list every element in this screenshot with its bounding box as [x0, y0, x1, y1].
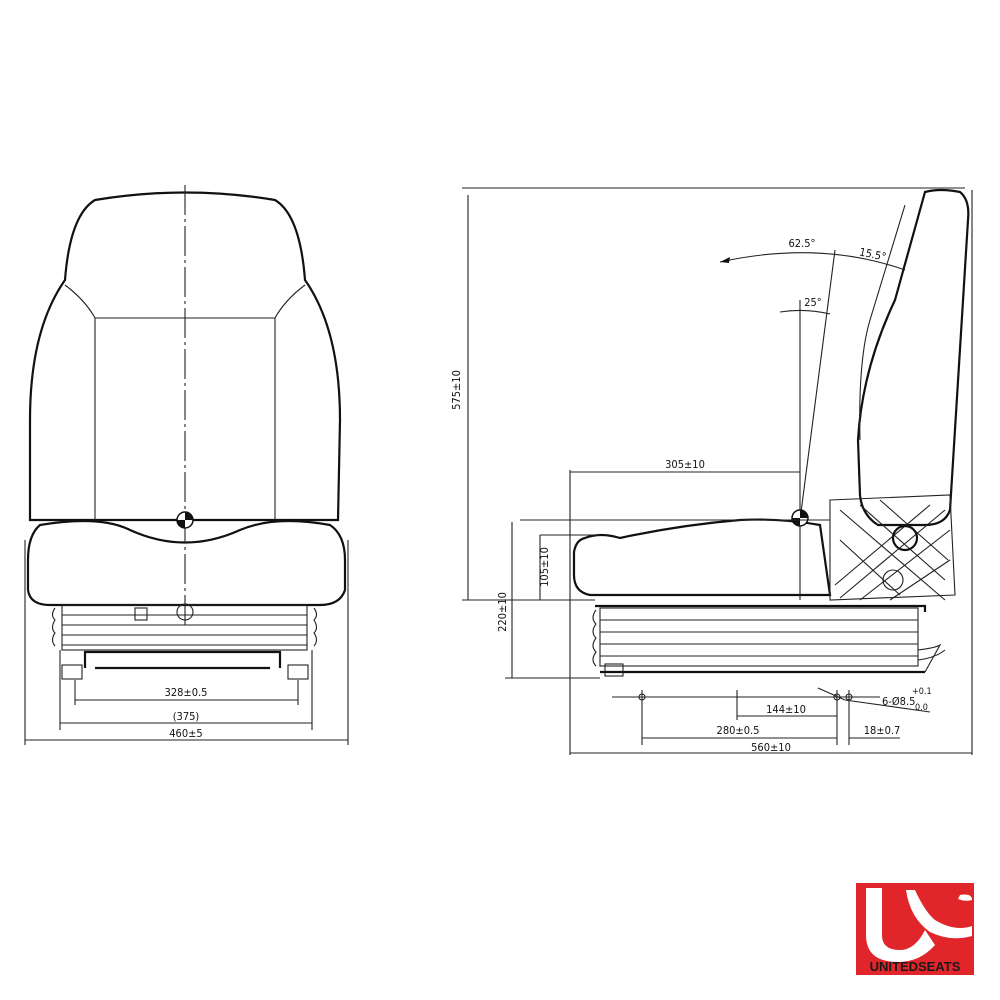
- unitedseats-logo: UNITEDSEATS: [856, 883, 974, 975]
- dim-hole-spacing: 280±0.5: [717, 724, 760, 737]
- dim-base-height: 220±10: [496, 592, 509, 632]
- dim-overall-width: 460±5: [169, 727, 202, 740]
- side-backrest-edge: [859, 204, 906, 441]
- side-view: 62.5° 15.5° 25° 575±10 305±10 105±10: [450, 187, 973, 755]
- backrest-angle-line: [799, 249, 836, 521]
- center-of-gravity-icon: [176, 511, 194, 529]
- dim-overall-depth: 560±10: [751, 741, 791, 754]
- front-cushion: [26, 519, 347, 607]
- front-dimension-lines: [24, 540, 349, 745]
- hole-tol-lower: 0.0: [915, 703, 928, 713]
- angle-recline: 62.5°: [789, 237, 816, 250]
- recline-arc: [719, 252, 906, 271]
- dim-sip-depth: 305±10: [665, 458, 705, 471]
- right-slide-rail: [287, 664, 309, 680]
- side-backrest: [856, 188, 970, 527]
- center-of-gravity-icon: [791, 509, 809, 527]
- front-latch: [134, 607, 148, 621]
- left-slide-rail: [61, 664, 83, 680]
- side-slide-rail: [604, 663, 624, 677]
- dim-base-width: (375): [173, 710, 200, 723]
- side-cushion: [572, 518, 832, 597]
- dim-slide: 144±10: [766, 703, 806, 716]
- back-angle-arc: [779, 309, 831, 315]
- logo-text: UNITEDSEATS: [870, 959, 961, 974]
- front-view: 328±0.5 (375) 460±5: [24, 185, 349, 745]
- side-handle: [917, 643, 946, 673]
- dim-mount-holes: 328±0.5: [165, 686, 208, 699]
- dim-cushion-height: 105±10: [538, 547, 551, 587]
- mount-hole: [845, 693, 853, 701]
- mount-hole: [833, 693, 841, 701]
- side-dimension-lines: [462, 187, 973, 755]
- recline-knob: [891, 524, 919, 552]
- adjust-knob: [882, 569, 904, 591]
- front-handle: [83, 650, 282, 670]
- side-mechanism: [829, 494, 956, 601]
- dim-overall-height: 575±10: [450, 370, 463, 410]
- front-backrest: [28, 191, 342, 522]
- dim-hole-offset: 18±0.7: [864, 724, 901, 737]
- angle-back: 25°: [804, 296, 822, 309]
- side-base-plate: [595, 604, 927, 674]
- side-bellows: [592, 607, 919, 667]
- hole-spec: 6-Ø8.5: [882, 695, 915, 708]
- hole-tol-upper: +0.1: [912, 687, 932, 697]
- angle-forward: 15.5°: [858, 245, 887, 263]
- mount-hole: [638, 693, 646, 701]
